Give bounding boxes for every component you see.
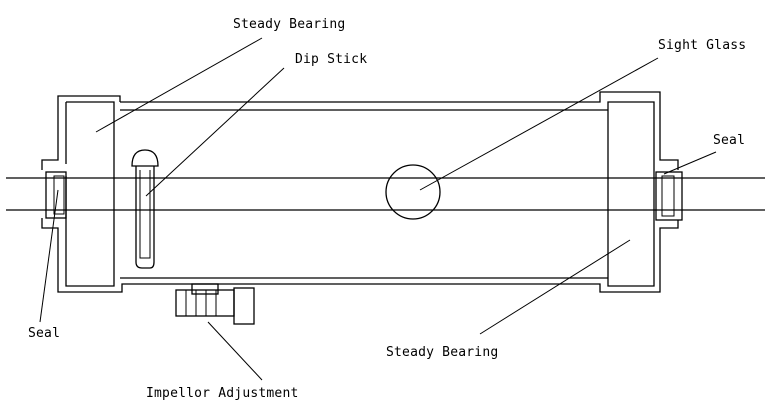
left-seal [45,171,67,219]
sight-glass [385,164,441,220]
label-sight-glass: Sight Glass [658,38,747,53]
left-steady-bearing [65,101,115,287]
leader-impellor-adjustment [207,321,263,381]
label-impellor-adjustment: Impellor Adjustment [146,386,299,401]
dip-stick [131,149,159,269]
leader-steady-bearing-top [95,37,263,133]
label-seal-right: Seal [713,133,746,148]
leader-seal-right [663,151,717,175]
impellor-adjustment-bolt [175,283,255,325]
leader-sight-glass [419,57,659,191]
leader-steady-bearing-bottom [479,239,631,335]
shaft [6,177,765,211]
right-seal [655,171,683,221]
label-dip-stick: Dip Stick [295,52,368,67]
housing-outline [41,91,679,293]
leader-dip-stick [145,67,285,197]
right-steady-bearing [607,101,655,287]
label-steady-bearing-bottom: Steady Bearing [386,345,499,360]
leader-seal-left [39,189,59,323]
label-seal-left: Seal [28,326,61,341]
leader-lines [39,37,717,381]
label-steady-bearing-top: Steady Bearing [233,17,346,32]
